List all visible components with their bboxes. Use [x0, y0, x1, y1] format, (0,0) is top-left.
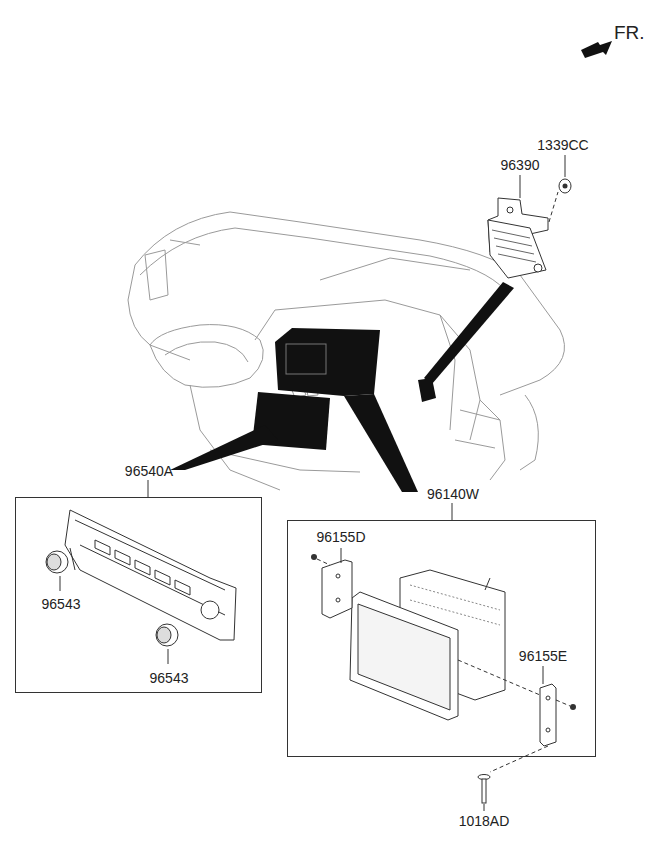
- leader-line: [543, 666, 544, 684]
- bolt: [478, 775, 490, 804]
- leader-line: [341, 548, 342, 563]
- leader-line: [60, 576, 61, 591]
- leader-line: [458, 660, 540, 695]
- pointer-wedge: [170, 425, 278, 470]
- leader-line: [565, 155, 566, 177]
- leader-line: [556, 700, 570, 706]
- head-unit-location: [275, 328, 380, 396]
- nut: [559, 179, 571, 193]
- nut-hole: [563, 184, 568, 189]
- leader-line: [490, 746, 548, 772]
- leader-line: [549, 192, 558, 222]
- bracket: [540, 684, 556, 746]
- bracket: [322, 560, 352, 618]
- knob: [156, 624, 178, 646]
- head-unit: [350, 570, 505, 720]
- callout-number: 96543: [149, 670, 190, 686]
- callout-number: 96155D: [315, 529, 366, 545]
- front-arrow: [581, 41, 612, 58]
- leader-line: [452, 503, 453, 520]
- leader-line: [148, 480, 149, 497]
- callout-number: 96390: [500, 157, 541, 173]
- direction-label: FR.: [613, 22, 646, 44]
- screw: [311, 554, 317, 560]
- dashboard-sketch: [128, 212, 565, 490]
- group-box: 96540A: [15, 497, 262, 693]
- part-number: 96540A: [125, 463, 173, 479]
- group-box: 96140W: [287, 520, 596, 757]
- callout-number: 96155E: [518, 648, 568, 664]
- part-number: 96140W: [427, 486, 479, 502]
- leader-line: [484, 804, 485, 811]
- leader-line: [520, 175, 521, 198]
- knob: [46, 551, 68, 573]
- screen-outline: [286, 344, 326, 374]
- callout-number: 1339CC: [536, 137, 589, 153]
- callout-number: 1018AD: [458, 813, 511, 829]
- callout-number: 96543: [41, 596, 82, 612]
- amp-location: [418, 378, 436, 402]
- climate-control-panel: [65, 510, 236, 640]
- screw: [570, 704, 576, 710]
- pointer-wedge: [424, 282, 514, 384]
- leader-line: [317, 559, 330, 565]
- amplifier: [488, 198, 548, 278]
- pointer-wedge: [344, 394, 418, 492]
- leader-line: [168, 649, 169, 664]
